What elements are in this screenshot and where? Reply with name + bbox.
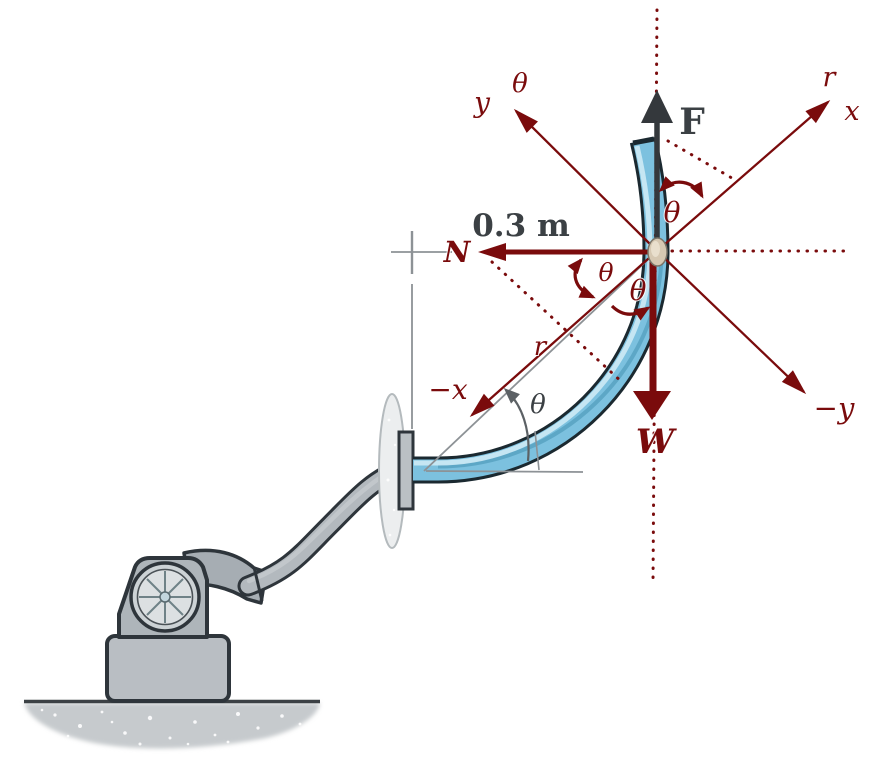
radial-chord-line [423, 250, 658, 472]
force-vectors [478, 90, 673, 420]
neg-y-axis-label: −y [814, 391, 855, 425]
ground [24, 699, 320, 749]
force-f-label: F [679, 101, 705, 143]
r-x-axis-arrow [656, 100, 831, 252]
theta-weight-arc [610, 304, 651, 321]
theta-normal-arc [567, 257, 596, 299]
r-axis-label: r [823, 62, 838, 93]
wall-angle-arrow [503, 387, 530, 462]
theta-normal-label: θ [598, 258, 613, 287]
weight-w-arrow [633, 252, 671, 420]
upper-diagonal-dotted-line [666, 139, 739, 183]
y-axis-label: y [472, 86, 491, 119]
dimension-0-3-m-label: 0.3 m [472, 208, 570, 244]
angle-arcs [567, 176, 704, 321]
tube-cross-tick [534, 430, 540, 471]
neg-x-axis-label: −x [428, 373, 467, 406]
theta-axis-label: θ [512, 69, 528, 99]
horizontal-reference-line [425, 470, 584, 473]
normal-n-label: N [443, 235, 472, 269]
wall-bracket [397, 430, 415, 511]
theta-top-label: θ [664, 196, 681, 229]
soil-patch [24, 703, 320, 749]
wall-mount [378, 393, 415, 549]
theta-top-arc [658, 176, 704, 199]
construction-lines [391, 231, 658, 473]
soil-speckles [40, 708, 302, 746]
flange-speckles [386, 418, 397, 537]
machine-base [105, 634, 231, 703]
x-axis-label: x [844, 96, 859, 127]
theta-wall-label: θ [530, 390, 546, 420]
particle-collar [647, 237, 668, 267]
tube-top-cap [632, 136, 655, 146]
labels: F 0.3 m N W y θ r x −y −x r θ θ θ θ [427, 61, 860, 463]
pipe-seam [252, 566, 264, 602]
supply-pipe [237, 459, 409, 602]
lower-diagonal-dotted-line [490, 260, 626, 386]
weight-w-label: W [636, 422, 677, 462]
neg-x-axis-arrow [469, 250, 658, 417]
force-f-arrow [641, 90, 673, 250]
y-theta-axis-arrow [513, 108, 658, 252]
fan-icon [129, 561, 201, 633]
dotted-references [490, 8, 847, 585]
normal-n-arrow [478, 243, 657, 261]
coordinate-axes [469, 100, 831, 417]
theta-weight-label: θ [630, 274, 647, 307]
neg-y-axis-arrow [656, 250, 807, 395]
blower-machine [105, 548, 268, 703]
radial-r-label: r [534, 332, 548, 362]
